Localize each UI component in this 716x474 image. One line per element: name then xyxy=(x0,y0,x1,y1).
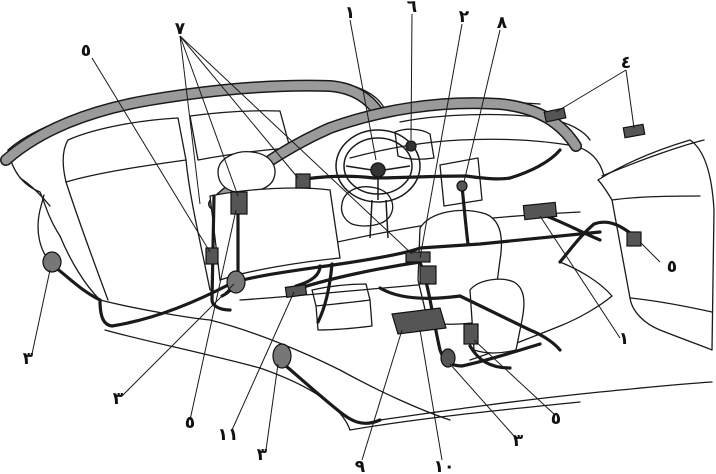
roof-module-b xyxy=(622,123,646,139)
label-1-top: ١ xyxy=(345,3,355,23)
roof-trim-bands xyxy=(0,79,582,210)
label-2-top: ٢ xyxy=(459,7,470,27)
label-8-top: ٨ xyxy=(497,13,508,33)
harness-connector xyxy=(405,251,431,263)
label-5-topleft: ٥ xyxy=(81,41,91,61)
instrument-cluster xyxy=(394,128,435,160)
door-sensor xyxy=(626,231,642,247)
rear-side-sensor xyxy=(42,251,62,273)
car-body-outline xyxy=(7,81,715,431)
label-1-right: ١ xyxy=(619,329,629,349)
label-10-bottom: ١٠ xyxy=(434,457,455,474)
label-3-left: ٣ xyxy=(23,349,34,369)
components xyxy=(42,107,646,369)
upper-module xyxy=(295,173,311,189)
label-6-top: ٦ xyxy=(407,0,417,17)
seat-module xyxy=(419,265,437,285)
leader-lines xyxy=(31,13,661,461)
seat-sensor-mat xyxy=(391,307,447,335)
b-pillar-lower-sensor xyxy=(226,270,246,294)
label-3-bottomright: ٣ xyxy=(513,431,524,451)
passenger-seat-sensor xyxy=(463,323,479,345)
seats xyxy=(209,151,525,354)
label-3-bottom: ٣ xyxy=(257,445,268,465)
label-5-bottom: ٥ xyxy=(185,413,195,433)
label-11-bottom: ١١ xyxy=(218,425,239,445)
label-5-right: ٥ xyxy=(667,257,677,277)
steering-wheel xyxy=(335,129,421,239)
b-pillar-sensor xyxy=(230,191,248,215)
roof-module-a xyxy=(543,107,567,123)
label-7-top: ٧ xyxy=(175,19,186,39)
callout-labels: ١ ٦ ٢ ٨ ٧ ٥ ٤ ٥ ١ ٣ ٣ ٥ ١١ ٣ ٩ ١٠ ٣ ٥ xyxy=(23,0,677,474)
label-9-bottom: ٩ xyxy=(355,457,366,474)
glovebox-sensor xyxy=(456,180,468,192)
cluster-sensor xyxy=(405,140,417,152)
label-3-bottomleft: ٣ xyxy=(113,389,124,409)
steering-hub xyxy=(370,162,386,178)
label-4-topright: ٤ xyxy=(621,53,631,73)
rear-door-sensor xyxy=(205,247,219,265)
rear-pretensioner xyxy=(440,348,456,368)
front-side-sensor xyxy=(272,343,292,369)
passenger-seat xyxy=(469,278,525,354)
center-module xyxy=(522,201,558,221)
rear-headrest xyxy=(217,151,276,194)
label-5-bottomright: ٥ xyxy=(551,409,561,429)
console-module xyxy=(284,283,308,299)
